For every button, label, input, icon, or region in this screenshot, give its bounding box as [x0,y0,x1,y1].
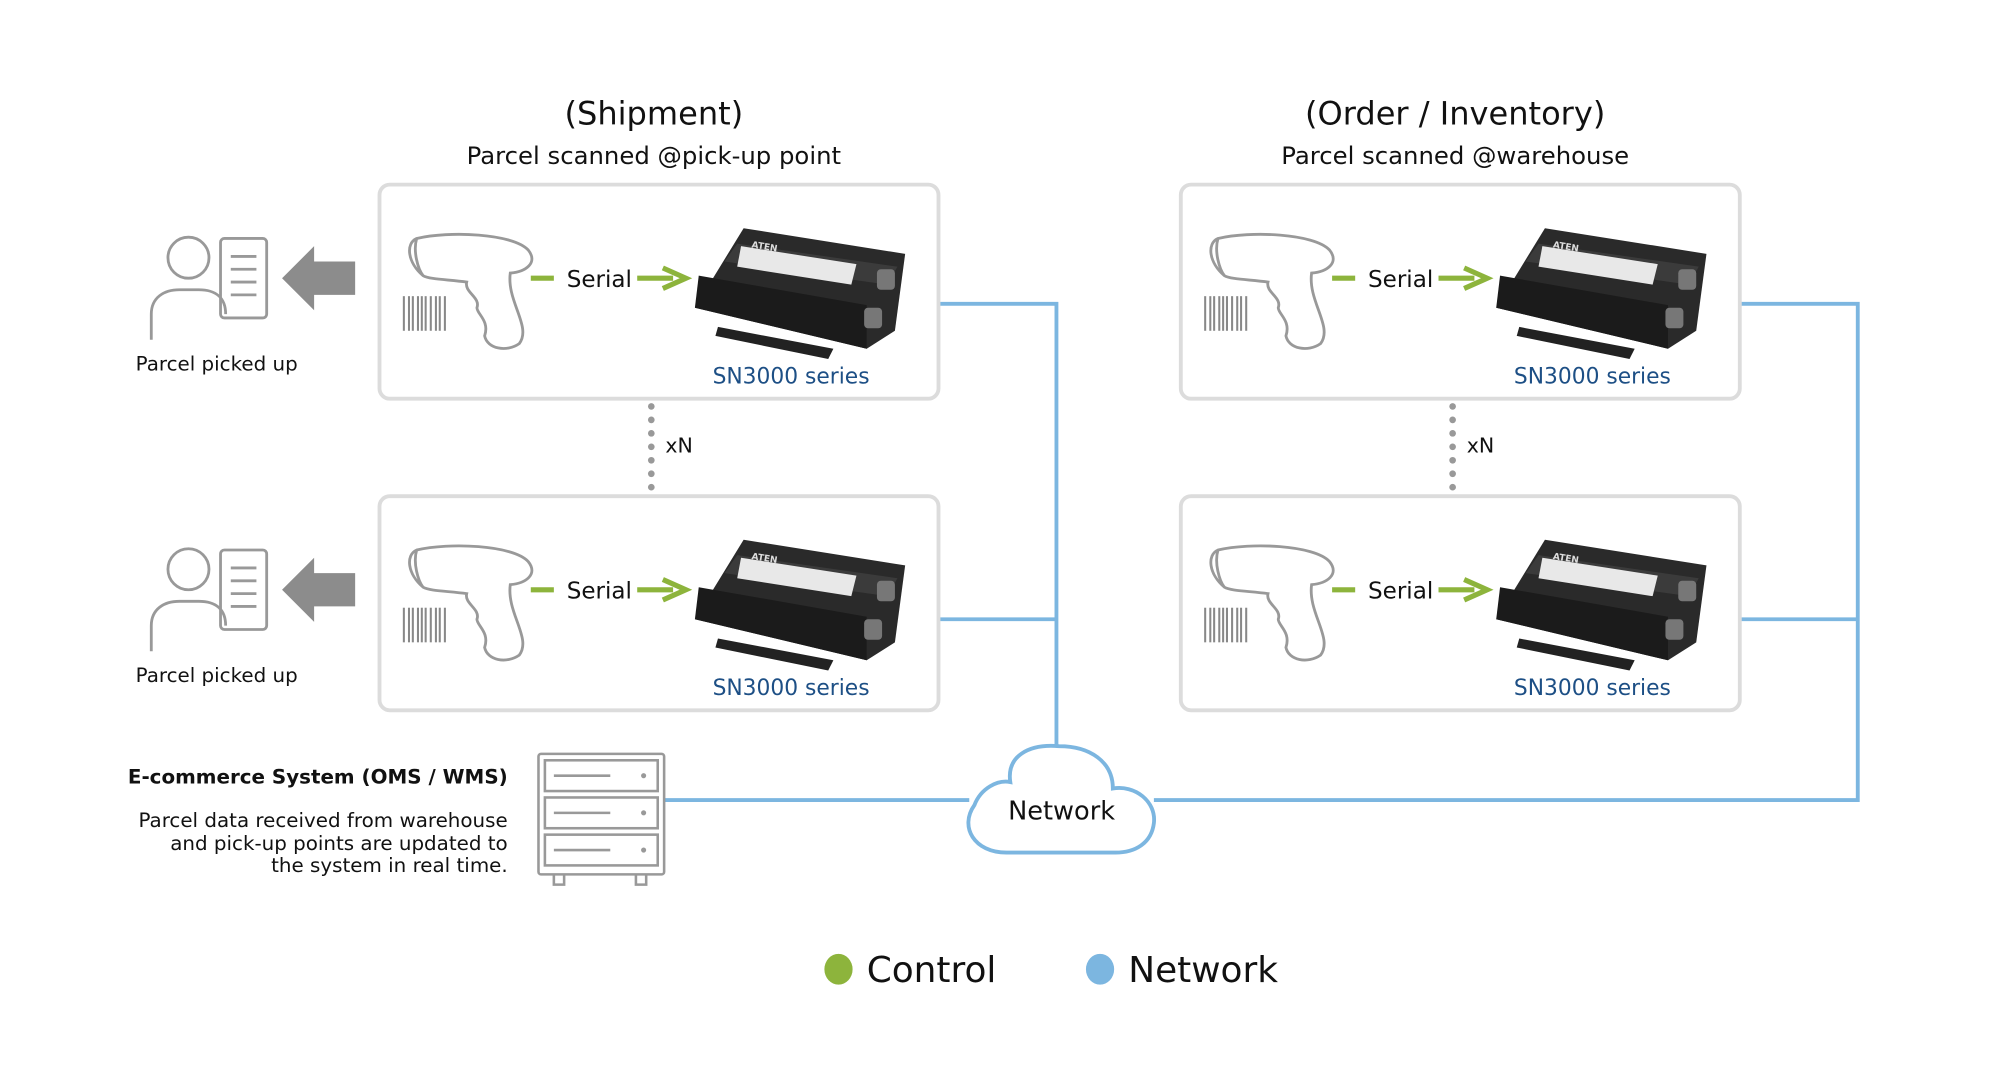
system-desc-3: the system in real time. [271,854,508,877]
serial-device-server-image: ATEN [694,539,906,671]
barcode-scanner-icon [408,232,534,350]
dot [647,483,655,491]
multiplier-label: xN [665,434,692,458]
barcode-icon [402,296,446,331]
device-brand: ATEN [1552,241,1579,255]
system-title: E-commerce System (OMS / WMS) [128,765,508,788]
group-subtitle: Parcel scanned @pick-up point [467,141,841,170]
serial-label: Serial [1368,579,1433,605]
user-label: Parcel picked up [136,353,298,376]
group-1: (Order / Inventory) Parcel scanned @wareh… [1178,94,1742,713]
scan-unit: Serial ATEN SN3000 series [1178,494,1742,713]
barcode-scanner-icon [1209,232,1335,350]
dot [647,470,655,478]
dot [1449,416,1456,424]
scan-unit: Serial ATEN SN3000 series [1178,182,1742,401]
person-with-tablet-icon [149,547,356,652]
device-label: SN3000 series [1514,676,1671,701]
dot [647,430,655,437]
multiplier-label: xN [1467,434,1494,458]
dot [647,443,655,451]
control-arrow-icon [1438,577,1494,603]
dot [1449,403,1456,410]
device-label: SN3000 series [1514,364,1671,389]
group-subtitle: Parcel scanned @warehouse [1281,141,1629,170]
system-desc-1: Parcel data received from warehouse [138,809,507,832]
legend-network-dot [1085,953,1115,985]
server-icon [537,752,666,886]
group-title: (Shipment) [565,94,744,132]
network-cloud-icon [966,743,1156,855]
serial-label: Serial [1368,267,1433,293]
device-brand: ATEN [751,241,778,255]
legend: Control Network [824,950,1278,991]
barcode-icon [402,607,446,643]
dot [1449,483,1456,491]
pickup-arrow-icon [282,557,356,622]
device-label: SN3000 series [713,676,870,701]
legend-control-label: Control [867,950,997,991]
dot [1449,430,1456,437]
barcode-icon [1204,296,1248,331]
serial-label: Serial [567,579,632,605]
scan-unit: Serial ATEN SN3000 series [377,494,941,713]
dot [1449,443,1456,451]
legend-control-dot [824,953,853,985]
serial-device-server-image: ATEN [1496,228,1707,359]
serial-label: Serial [567,267,632,293]
barcode-scanner-icon [408,544,534,662]
legend-network-label: Network [1128,950,1278,991]
device-brand: ATEN [751,552,778,566]
pickup-arrow-icon [282,246,356,311]
dot [1449,456,1456,464]
serial-device-server-image: ATEN [1496,539,1707,671]
scan-unit: Serial ATEN SN3000 series [377,182,941,401]
dot [647,416,655,424]
group-title: (Order / Inventory) [1305,94,1605,132]
dot [1449,470,1456,478]
device-brand: ATEN [1552,552,1579,566]
cloud-label: Network [1008,796,1115,826]
dot [647,403,655,410]
control-arrow-icon [1438,265,1494,291]
system-desc-2: and pick-up points are updated to [170,832,507,855]
dot [647,456,655,464]
barcode-icon [1204,607,1248,643]
control-arrow-icon [637,577,693,603]
group-0: (Shipment) Parcel scanned @pick-up point x… [136,94,941,713]
control-arrow-icon [637,265,693,291]
user-label: Parcel picked up [136,664,298,687]
person-with-tablet-icon [149,235,356,340]
serial-device-server-image: ATEN [694,228,906,359]
device-label: SN3000 series [713,364,870,389]
barcode-scanner-icon [1209,544,1335,662]
